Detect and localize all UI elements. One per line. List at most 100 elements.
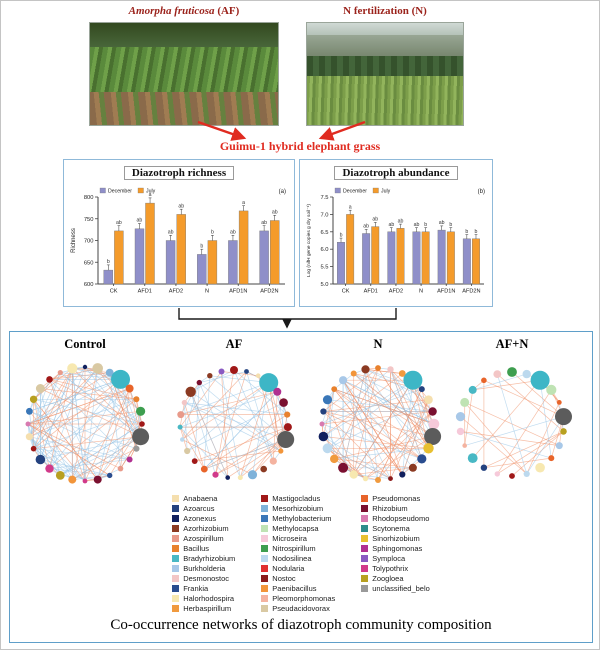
photo-soil-layer <box>90 92 278 125</box>
network-node <box>260 465 267 473</box>
network-edge <box>539 380 552 459</box>
legend-item: Nitrospirillum <box>261 544 335 553</box>
legend-swatch <box>172 584 180 592</box>
network-edge <box>402 448 429 475</box>
figure-caption: Co-occurrence networks of diazotroph com… <box>110 617 492 633</box>
network-edge <box>184 402 205 470</box>
network-control <box>25 363 150 484</box>
legend-label: Herbaspirillum <box>183 603 232 613</box>
x-tick-label: AFD2N <box>462 289 480 295</box>
network-node <box>218 368 225 375</box>
network-edge <box>186 382 269 452</box>
network-title-control: Control <box>64 337 106 351</box>
legend-label: Anabaena <box>183 493 218 503</box>
network-edge <box>72 368 141 437</box>
network-edge <box>190 391 229 478</box>
network-node <box>403 370 423 390</box>
network-edge <box>194 426 289 462</box>
network-node <box>68 475 77 484</box>
legend-swatch <box>261 504 269 512</box>
legend-label: Rhizobium <box>372 503 408 513</box>
y-tick-label: 7.5 <box>320 195 328 201</box>
network-node <box>467 453 478 463</box>
network-node <box>418 386 425 393</box>
network-edge <box>190 369 235 393</box>
network-edge <box>180 391 278 415</box>
network-edge <box>180 382 269 415</box>
network-edge <box>342 369 366 468</box>
network-edge <box>71 379 121 480</box>
network-node <box>259 373 279 393</box>
legend-label: Azoarcus <box>183 503 215 513</box>
network-edge <box>239 382 270 478</box>
network-edge <box>29 372 61 437</box>
network-node <box>523 470 530 477</box>
network-node <box>398 370 406 377</box>
y-tick-label: 650 <box>84 260 94 266</box>
network-edge <box>342 379 435 425</box>
series-legend-label: December <box>343 189 367 195</box>
network-node <box>460 397 470 407</box>
network-edge <box>49 379 130 460</box>
photo-sky-layer <box>307 23 463 36</box>
significance-letter: a <box>242 200 245 206</box>
network-node <box>57 370 63 376</box>
network-edge <box>268 382 287 440</box>
photo-trees-layer <box>90 23 278 48</box>
legend-swatch <box>172 524 180 532</box>
legend-label: Azorhizobium <box>183 523 229 533</box>
network-node <box>177 424 183 430</box>
network-node <box>362 475 369 482</box>
photo-shrub-layer <box>307 55 463 77</box>
legend-swatch <box>172 534 180 542</box>
network-node <box>546 384 557 395</box>
network-edge <box>334 436 433 460</box>
network-node <box>82 478 88 484</box>
network-node <box>269 457 277 465</box>
network-edge <box>323 379 414 437</box>
bar-july <box>176 214 186 285</box>
significance-letter: b <box>107 259 110 265</box>
network-edge <box>321 388 422 425</box>
network-edge <box>40 459 110 476</box>
legend-label: Sphingomonas <box>372 543 423 553</box>
network-edge <box>334 447 429 460</box>
network-title-af: AF <box>225 337 243 351</box>
network-edge <box>321 411 433 425</box>
network-edge <box>353 373 433 437</box>
network-title-afn: AF+N <box>495 337 529 351</box>
network-node <box>45 464 54 473</box>
legend-item: Tolypothrix <box>361 564 430 573</box>
network-node <box>185 386 196 397</box>
network-node <box>177 411 185 419</box>
network-node <box>320 408 327 415</box>
network-node <box>319 421 325 427</box>
network-node <box>322 395 333 405</box>
af-photo-label: Amorpha fruticosa (AF) <box>89 5 279 17</box>
x-tick-label: AFD1 <box>364 289 378 295</box>
network-edge <box>342 379 433 437</box>
network-edge <box>460 431 552 459</box>
significance-letter: ab <box>388 222 394 228</box>
legend-swatch <box>261 584 269 592</box>
significance-letter: ab <box>261 220 267 226</box>
richness-bar-chart: 600650700750800babCKabaAFD1ababAFD2bbNab… <box>71 187 286 295</box>
bar-july <box>346 214 355 285</box>
x-tick-label: AFD1N <box>437 289 455 295</box>
legend-swatch <box>361 494 369 502</box>
legend-swatch <box>172 594 180 602</box>
legend-label: Pleomorphomonas <box>272 593 336 603</box>
bar-december <box>103 269 113 285</box>
network-edge <box>194 382 200 462</box>
legend-label: Paenibacillus <box>272 583 317 593</box>
network-n <box>318 365 442 483</box>
network-edge <box>233 369 288 415</box>
legend-label: Symploca <box>372 553 406 563</box>
network-node <box>387 366 394 373</box>
network-edge <box>221 371 241 478</box>
network-edge <box>365 369 403 374</box>
legend-item: Sphingomonas <box>361 543 430 553</box>
network-edge <box>342 380 403 475</box>
legend-item: Symploca <box>361 553 430 563</box>
